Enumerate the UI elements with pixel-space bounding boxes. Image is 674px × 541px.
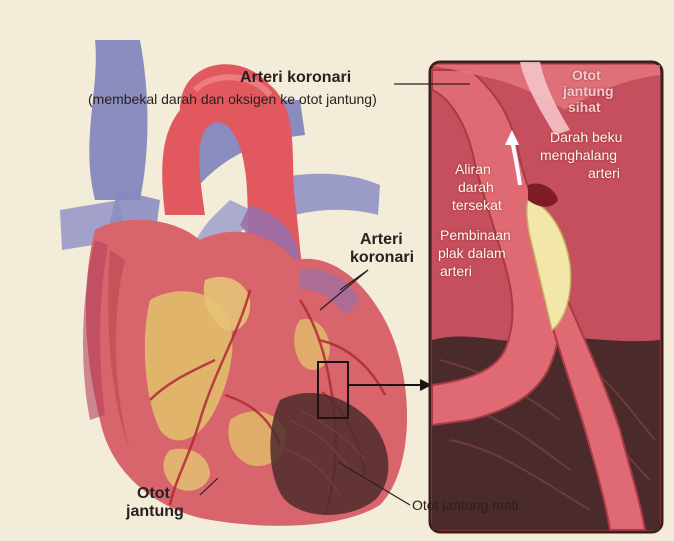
label-arteri-koronari-side-2: koronari [350,250,414,267]
label-otot-jantung-1: Otot [137,486,170,503]
label-plak-2: plak dalam [438,246,506,261]
label-aliran-1: Aliran [455,162,491,177]
label-aliran-3: tersekat [452,198,502,213]
label-plak-1: Pembinaan [440,228,511,243]
inset-panel [430,62,662,532]
label-otot-jantung-sihat-1: Otot [572,68,601,83]
label-otot-jantung-sihat-3: sihat [568,100,601,115]
label-darah-beku-3: arteri [588,166,620,181]
label-otot-jantung-mati: Otot jantung mati [412,498,519,513]
label-otot-jantung-2: jantung [126,504,184,521]
label-darah-beku-2: menghalang [540,148,617,163]
label-darah-beku-1: Darah beku [550,130,622,145]
label-arteri-koronari-top: Arteri koronari [240,70,351,87]
label-arteri-koronari-top-sub: (membekal darah dan oksigen ke otot jant… [88,92,377,107]
label-otot-jantung-sihat-2: jantung [563,84,614,99]
label-aliran-2: darah [458,180,494,195]
label-arteri-koronari-side-1: Arteri [360,232,403,249]
label-plak-3: arteri [440,264,472,279]
